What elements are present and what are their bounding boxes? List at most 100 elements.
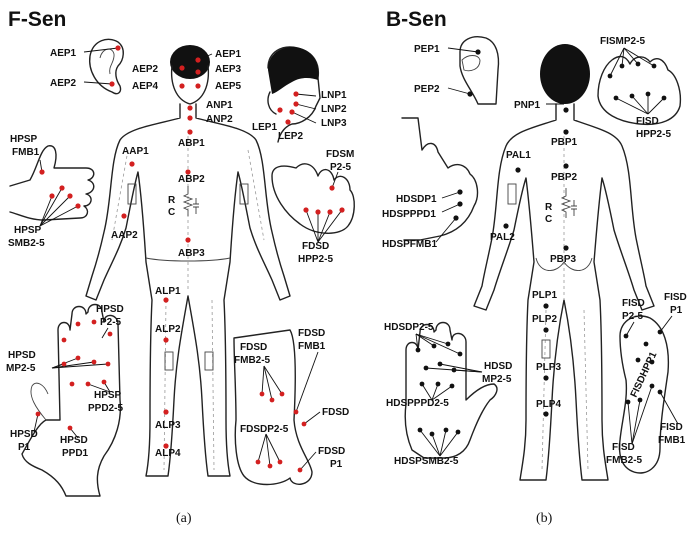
label-b-4: HPP2-5	[636, 129, 671, 140]
marker-hand-a-2	[76, 322, 81, 327]
label-b-13: C	[545, 214, 552, 225]
marker-lnp1	[293, 91, 298, 96]
label-a-44: FMB2-5	[234, 355, 271, 366]
marker-foot-a-7	[268, 464, 273, 469]
marker-hand-a-6	[76, 356, 81, 361]
marker-aep1-ear	[115, 45, 120, 50]
back-foot-top-outline	[598, 57, 680, 125]
back-rc-capacitor	[571, 200, 577, 216]
label-a-15: AAP1	[122, 146, 149, 157]
label-b-28: FMB2-5	[606, 455, 643, 466]
label-a-50: P1	[330, 459, 343, 470]
marker-plp3	[543, 375, 548, 380]
label-a-25: FDSM	[326, 149, 354, 160]
marker-foot-a-4	[294, 410, 299, 415]
label-a-35: HPSD	[8, 350, 36, 361]
marker-hand-a-8	[106, 362, 111, 367]
marker-fdsm	[329, 185, 334, 190]
label-a-1: AEP2	[50, 78, 77, 89]
marker-fisd-fmb-3	[650, 384, 655, 389]
label-a-11: LNP2	[321, 104, 347, 115]
panel-a-front: F-Sen	[6, 8, 354, 526]
marker-foot-a-2	[270, 398, 275, 403]
label-b-14: PAL2	[490, 232, 515, 243]
label-a-5: AEP4	[132, 81, 159, 92]
marker-fdsd-hpp-1	[303, 207, 308, 212]
label-b-31: MP2-5	[482, 374, 512, 385]
label-a-10: LNP1	[321, 90, 347, 101]
label-a-22: FMB1	[12, 147, 40, 158]
marker-hdsdp1	[457, 189, 462, 194]
label-b-26: FMB1	[658, 435, 686, 446]
marker-aep5	[195, 83, 200, 88]
marker-hdsp-ppd-2	[436, 382, 441, 387]
marker-fisd-hpp-3	[646, 92, 651, 97]
front-sole-outline	[234, 330, 312, 485]
marker-hdsp-smb-1	[418, 428, 423, 433]
marker-foot-a-8	[278, 460, 283, 465]
marker-hdsd-p-4	[458, 352, 463, 357]
label-b-0: PEP1	[414, 44, 440, 55]
marker-plp2	[543, 327, 548, 332]
marker-abp3	[185, 237, 190, 242]
label-a-23: HPSP	[14, 225, 42, 236]
marker-lnp3	[289, 109, 294, 114]
marker-foot-a-6	[256, 460, 261, 465]
marker-hpsp-smb-3	[67, 193, 72, 198]
marker-fisd-fmb-2	[638, 398, 643, 403]
label-a-32: ALP4	[155, 448, 181, 459]
label-a-34: P2-5	[100, 317, 122, 328]
label-a-38: PPD2-5	[88, 403, 123, 414]
label-a-49: FDSD	[318, 446, 345, 457]
fingertip-nail	[462, 56, 480, 71]
label-a-30: ALP2	[155, 324, 181, 335]
label-b-12: R	[545, 202, 553, 213]
label-a-42: PPD1	[62, 448, 89, 459]
marker-hdsd-p-1	[416, 348, 421, 353]
label-a-12: LNP3	[321, 118, 347, 129]
marker-foot-a-1	[260, 392, 265, 397]
marker-abp1	[187, 129, 192, 134]
marker-aep4	[179, 83, 184, 88]
marker-anp2	[187, 115, 192, 120]
label-b-7: PAL1	[506, 150, 531, 161]
marker-fisd-p2	[624, 334, 629, 339]
marker-lnp2	[293, 101, 298, 106]
label-a-40: P1	[18, 442, 31, 453]
back-leg-resistor	[542, 340, 550, 358]
marker-alp1	[163, 297, 168, 302]
marker-sole-2	[636, 358, 641, 363]
marker-fdsd-hpp-3	[327, 209, 332, 214]
label-a-6: AEP5	[215, 81, 242, 92]
marker-lep1	[277, 107, 282, 112]
label-b-33: HDSPSMB2-5	[394, 456, 459, 467]
marker-fisd-fmb-1	[626, 400, 631, 405]
marker-hand-a-13	[68, 426, 73, 431]
label-b-8: HDSDP1	[396, 194, 437, 205]
marker-pep1	[475, 49, 480, 54]
label-b-3: FISD	[636, 116, 659, 127]
marker-fisd-fmb1	[658, 390, 663, 395]
marker-fismp-2	[620, 64, 625, 69]
marker-hand-a-12	[36, 412, 41, 417]
label-a-21: HPSP	[10, 134, 38, 145]
front-leg-resistor-right	[205, 352, 213, 370]
label-a-4: AEP3	[215, 64, 242, 75]
marker-abp2	[185, 169, 190, 174]
label-a-33: HPSD	[96, 304, 124, 315]
marker-fismp-4	[652, 64, 657, 69]
marker-aap2	[121, 213, 126, 218]
back-leg-right-dash	[584, 310, 588, 470]
side-head-hair	[268, 47, 318, 94]
label-a-46: FMB1	[298, 341, 326, 352]
marker-fismp-3	[636, 62, 641, 67]
label-b-6: PBP1	[551, 137, 578, 148]
label-b-20: FISD	[622, 298, 645, 309]
marker-hdsd-p-2	[432, 344, 437, 349]
marker-hpsp-fmb1	[39, 169, 44, 174]
label-b-16: PLP1	[532, 290, 557, 301]
back-rc-resistor	[562, 188, 570, 218]
marker-hand-a-4	[108, 332, 113, 337]
panel-b-title: B-Sen	[386, 8, 447, 31]
